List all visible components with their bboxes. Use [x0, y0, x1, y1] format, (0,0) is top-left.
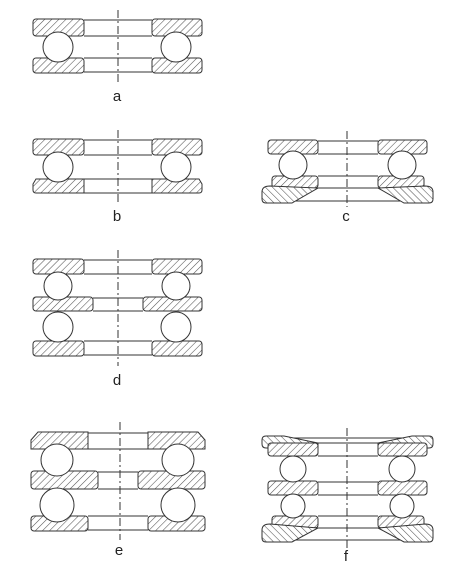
figure-label-a: a — [113, 88, 122, 105]
figure-a — [32, 10, 203, 82]
figure-label-c: c — [342, 208, 350, 225]
figure-e — [30, 422, 206, 540]
figure-label-b: b — [113, 208, 121, 225]
figure-f — [261, 428, 434, 548]
figure-label-e: e — [115, 542, 123, 559]
figure-b — [32, 130, 203, 202]
figure-label-f: f — [344, 548, 349, 565]
figure-d — [32, 250, 203, 366]
figure-label-d: d — [113, 372, 121, 389]
figure-c — [261, 131, 434, 207]
